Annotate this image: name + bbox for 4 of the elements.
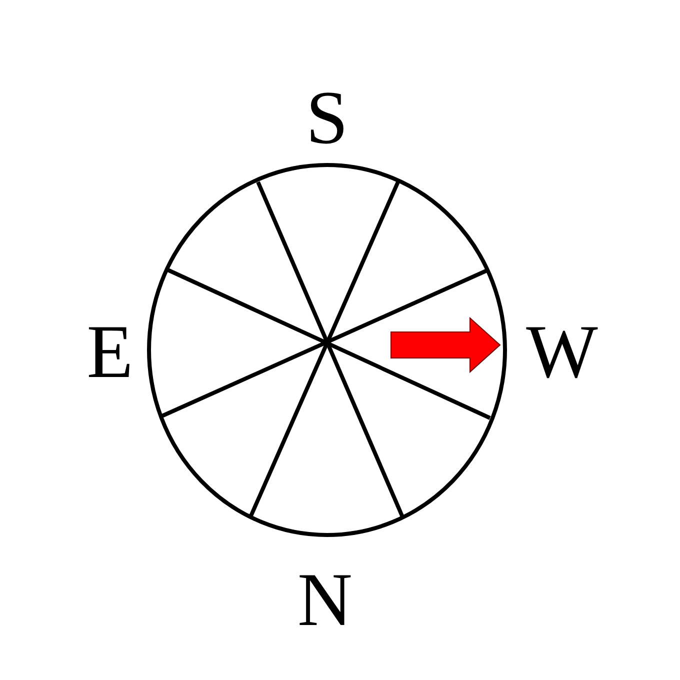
direction-letter: E	[86, 314, 134, 390]
direction-letter: S	[306, 80, 348, 156]
direction-letter: W	[526, 314, 598, 390]
direction-letter: N	[298, 562, 352, 638]
